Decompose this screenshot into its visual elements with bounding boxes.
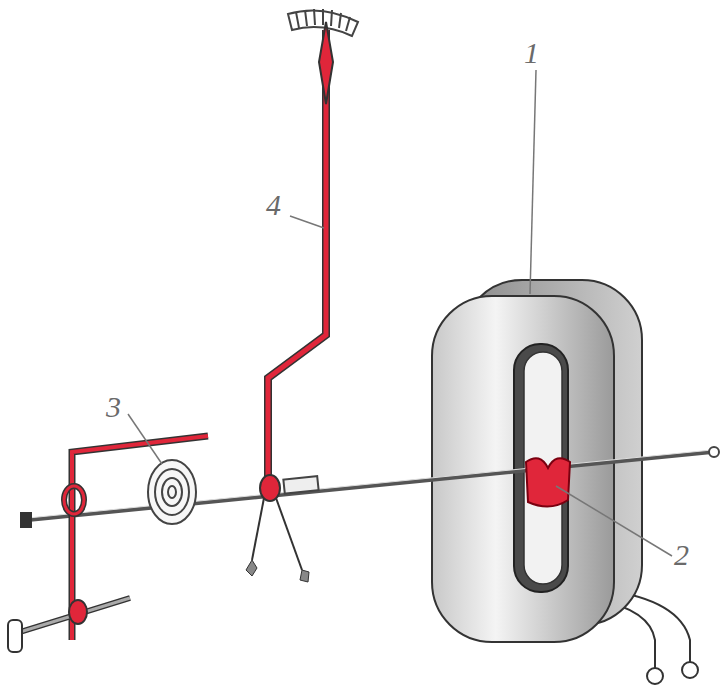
spiral-spring [148, 460, 196, 524]
shaft-highlight [28, 450, 712, 518]
shaft-end [709, 447, 719, 457]
leader-lines [128, 70, 672, 556]
callout-number: 2 [674, 540, 689, 570]
callout-number: 4 [266, 190, 281, 220]
callout-number: 1 [524, 38, 539, 68]
callout-number: 3 [106, 392, 121, 422]
iron-vane [526, 458, 570, 506]
pointer [246, 22, 333, 582]
corrector-bracket [8, 436, 208, 652]
shaft-pivot [20, 512, 32, 528]
shaft [28, 452, 712, 520]
